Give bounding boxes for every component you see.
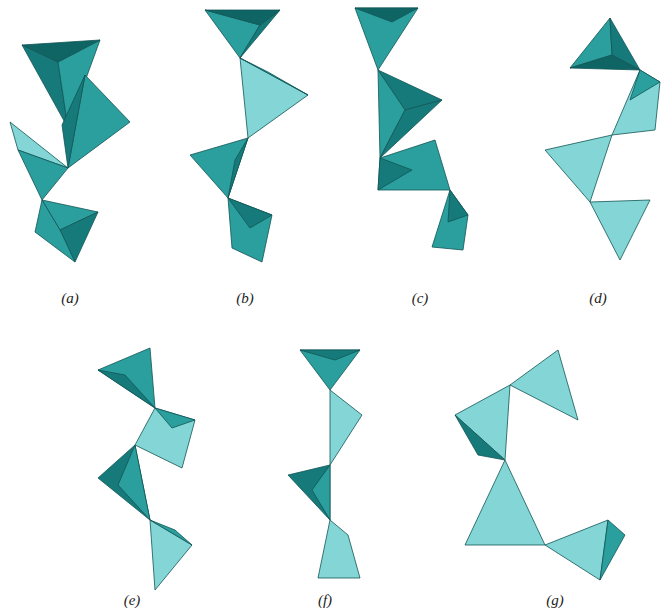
tetrahedral-chain xyxy=(98,348,195,590)
tetrahedral-chain xyxy=(190,10,308,262)
panel-label: (b) xyxy=(236,290,254,307)
tetrahedral-chain xyxy=(455,350,625,580)
panel-label: (f) xyxy=(318,592,332,609)
panel-label: (d) xyxy=(589,290,607,307)
panel-label: (c) xyxy=(412,290,429,307)
panel-label: (a) xyxy=(61,290,79,307)
panel-label: (g) xyxy=(546,592,564,609)
tetrahedral-chain xyxy=(288,350,362,578)
tetrahedral-chain xyxy=(10,40,130,262)
tetrahedral-chain xyxy=(545,18,660,260)
tetrahedral-chain xyxy=(355,8,468,250)
panel-label: (e) xyxy=(124,592,141,609)
